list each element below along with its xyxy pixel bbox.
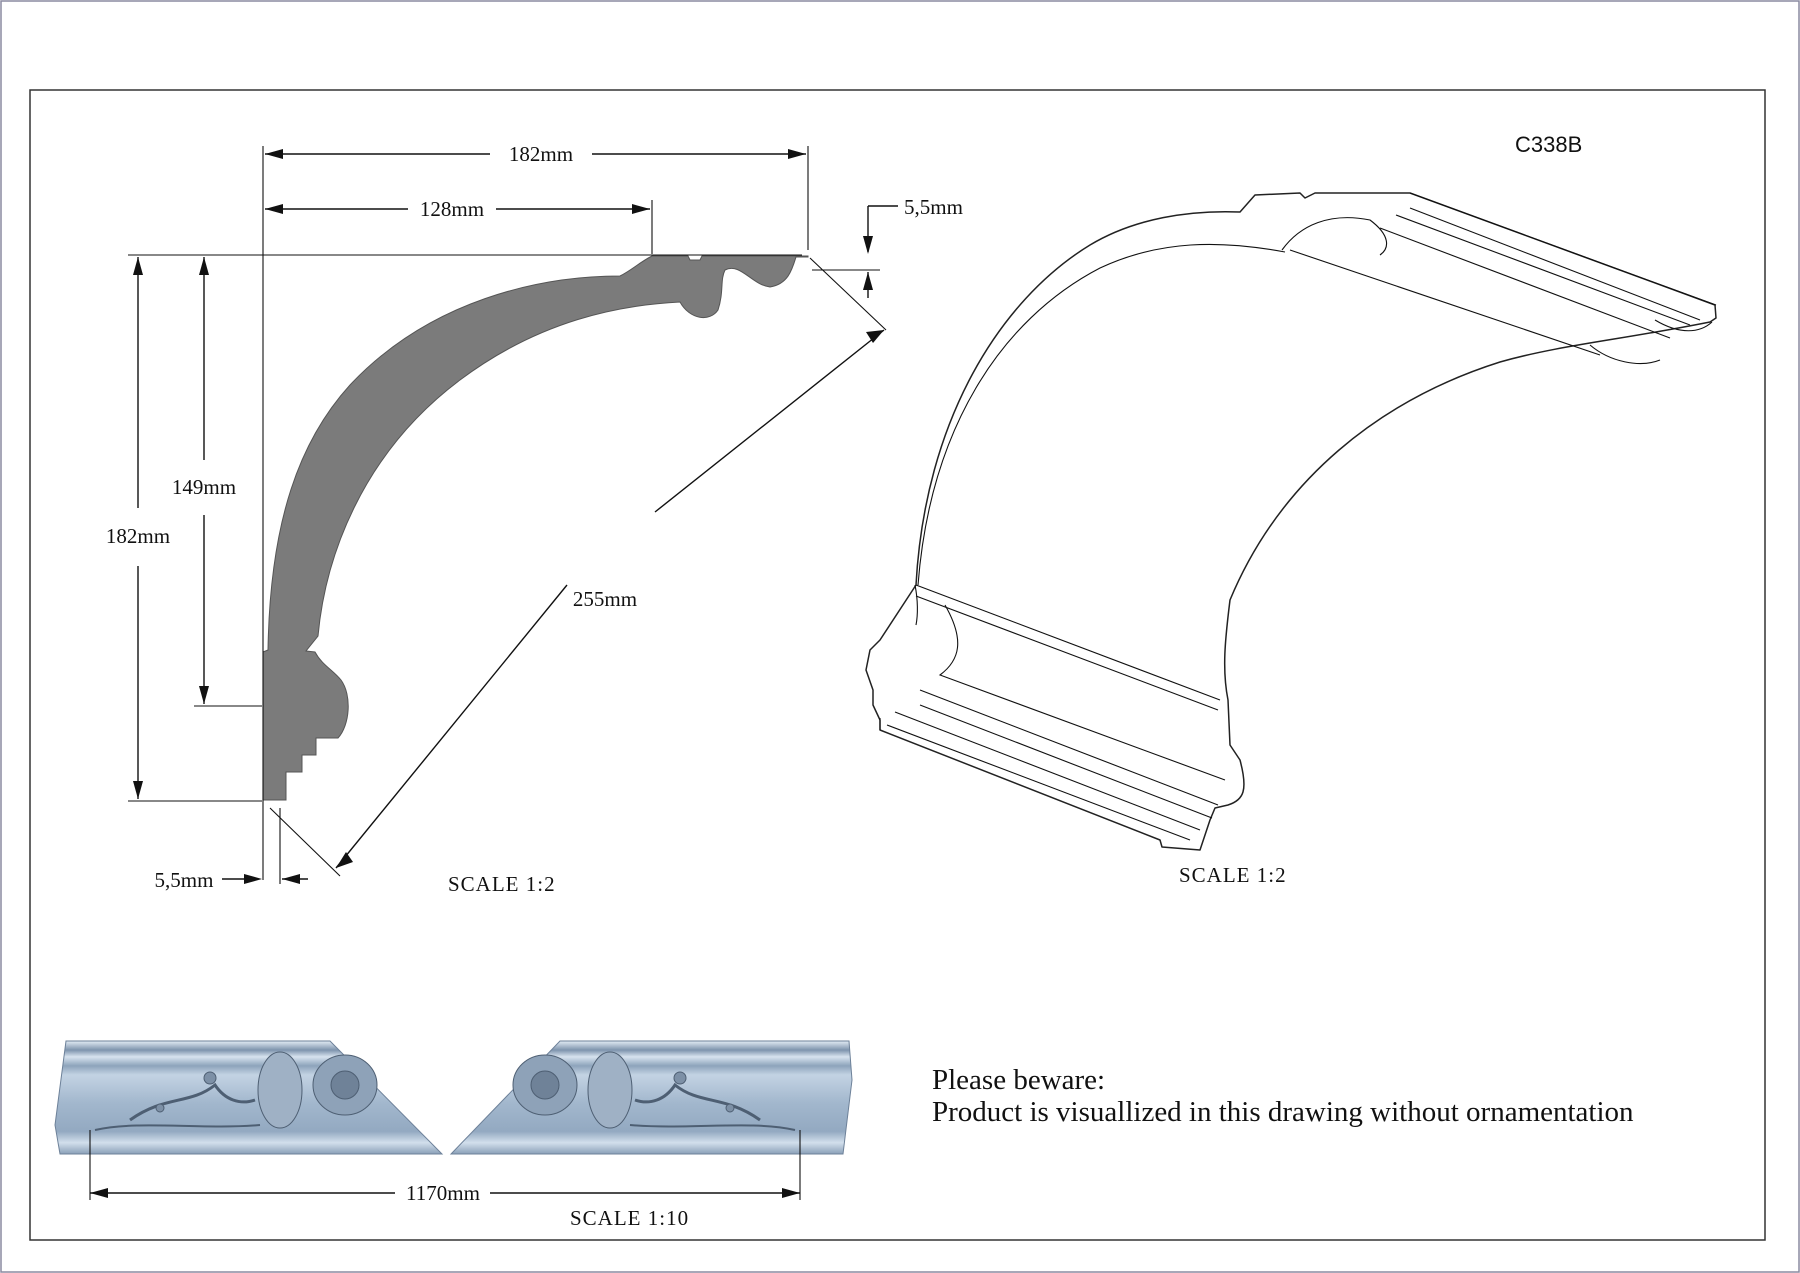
- isometric-view: SCALE 1:2: [865, 192, 1717, 887]
- dim-sample-length: 1170mm: [406, 1181, 480, 1205]
- cross-section-view: 182mm 128mm 5,5mm 182mm 149mm 255mm: [106, 142, 963, 896]
- note-heading: Please beware:: [932, 1064, 1105, 1096]
- product-code: C338B: [1515, 132, 1582, 157]
- isometric-scale: SCALE 1:2: [1179, 863, 1287, 887]
- sample-right-piece: [449, 1040, 853, 1155]
- ornament-right: [512, 1051, 796, 1131]
- ornament-left: [94, 1051, 378, 1131]
- section-scale: SCALE 1:2: [448, 872, 556, 896]
- sample-left-piece: [54, 1040, 444, 1155]
- dim-left-height: 182mm: [106, 524, 170, 548]
- note-body: Product is visuallized in this drawing w…: [932, 1096, 1634, 1128]
- ornamented-sample: 1170mm SCALE 1:10: [54, 1040, 853, 1230]
- dim-diagonal: 255mm: [573, 587, 637, 611]
- profile-section: [262, 255, 809, 801]
- sample-scale: SCALE 1:10: [570, 1206, 689, 1230]
- dim-left-inner-height: 149mm: [172, 475, 236, 499]
- dim-bottom-step: 5,5mm: [155, 868, 214, 892]
- dim-top-step: 5,5mm: [904, 195, 963, 219]
- dim-top-width: 182mm: [509, 142, 573, 166]
- drawing-frame: [29, 89, 1766, 1241]
- dim-top-partial: 128mm: [420, 197, 484, 221]
